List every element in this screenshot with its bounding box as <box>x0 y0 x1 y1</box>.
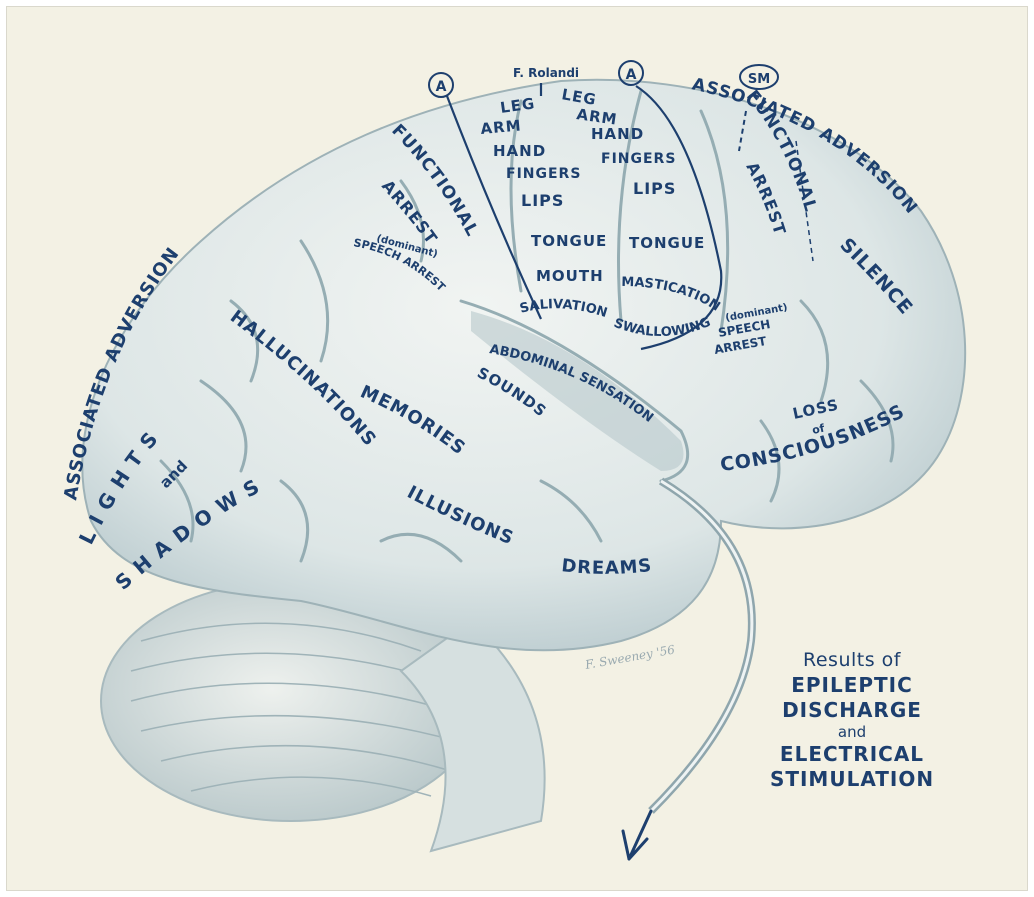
label-arm-a: ARM <box>480 116 523 138</box>
caption-line-2: EPILEPTIC <box>791 672 913 697</box>
electrode-arrow-icon <box>621 809 653 861</box>
label-tongue-a: TONGUE <box>531 232 607 250</box>
brain-diagram: A A SM F. Rolandi ASSOCIATED ADVERSION A… <box>60 60 967 861</box>
label-lips-a: LIPS <box>521 191 564 210</box>
motor-column-a: LEG ARM HAND FINGERS LIPS TONGUE MOUTH <box>480 94 607 285</box>
brainstem <box>399 619 546 853</box>
label-mouth: MOUTH <box>536 267 604 285</box>
label-tongue-b: TONGUE <box>629 234 705 252</box>
sulci <box>159 89 895 563</box>
motor-column-b: LEG ARM HAND FINGERS LIPS TONGUE <box>560 85 705 252</box>
label-hand-b: HAND <box>591 125 644 143</box>
marker-a-left-icon <box>428 72 454 98</box>
label-of: of <box>811 422 826 437</box>
marker-a-left: A <box>436 79 447 95</box>
caption-line-5: ELECTRICAL <box>779 741 925 766</box>
caption-line-6: STIMULATION <box>769 766 935 791</box>
cerebellum-folia <box>130 622 457 797</box>
caption-line-4: and <box>837 722 867 741</box>
silence-boundary <box>795 140 814 262</box>
caption-line-3: DISCHARGE <box>782 697 922 722</box>
sm-leader <box>738 110 747 152</box>
label-leg-b: LEG <box>560 85 598 109</box>
label-lips-b: LIPS <box>633 179 676 198</box>
caption-block: Results of EPILEPTIC DISCHARGE and ELECT… <box>737 649 967 792</box>
label-leg-a: LEG <box>499 94 536 117</box>
electrode-highlight <box>649 479 754 813</box>
marker-a-right-icon <box>618 60 644 86</box>
marker-sm: SM <box>748 72 770 87</box>
caption-line-1: Results of <box>803 649 901 671</box>
label-hand-a: HAND <box>493 142 546 160</box>
rolandi-label: F. Rolandi <box>513 66 579 80</box>
central-sulcus-arrows <box>445 83 723 351</box>
label-arm-b: ARM <box>575 105 618 129</box>
sylvian-fissure <box>471 311 684 471</box>
label-fingers-b: FINGERS <box>601 151 676 167</box>
label-dreams: DREAMS <box>561 555 654 579</box>
marker-sm-icon <box>739 64 779 90</box>
marker-a-right: A <box>626 67 637 83</box>
label-fingers-a: FINGERS <box>506 166 581 182</box>
illustration-frame: A A SM F. Rolandi ASSOCIATED ADVERSION A… <box>6 6 1028 891</box>
